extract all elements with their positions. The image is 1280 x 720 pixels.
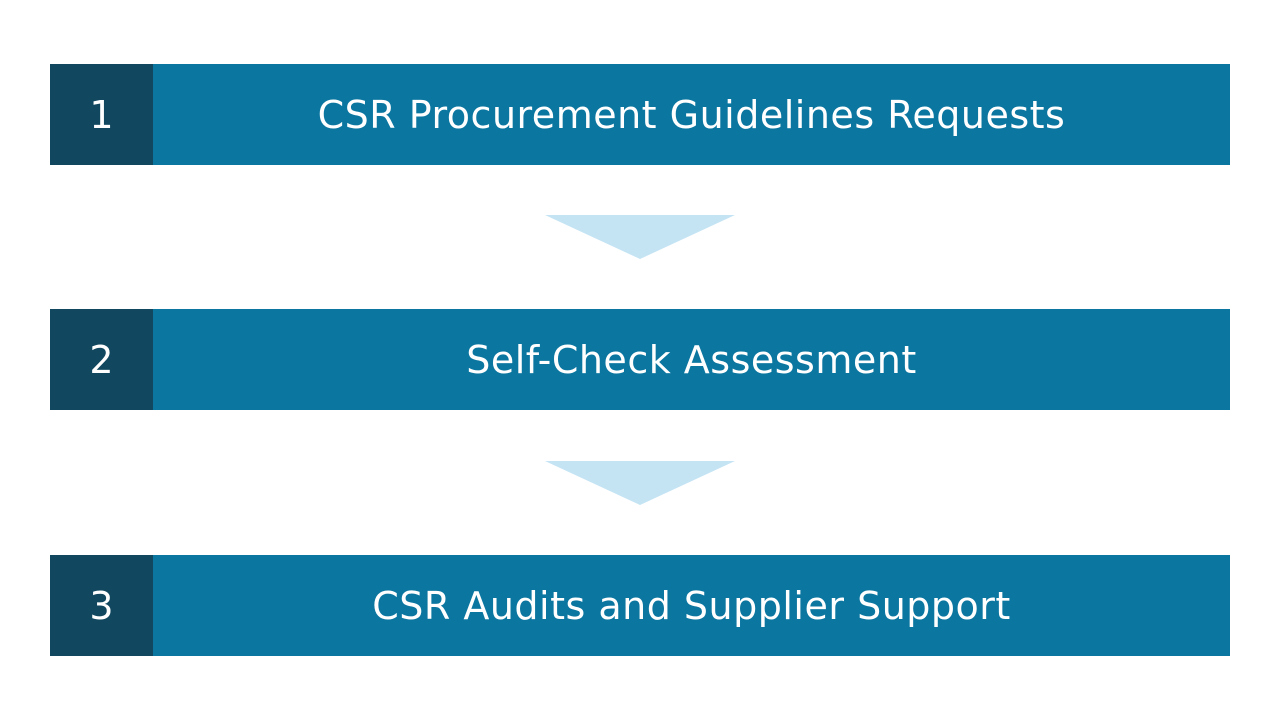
step-label: Self-Check Assessment <box>153 309 1230 410</box>
step-number: 2 <box>50 309 153 410</box>
down-arrow-icon <box>545 215 735 259</box>
step-3: 3 CSR Audits and Supplier Support <box>50 555 1230 656</box>
step-label: CSR Audits and Supplier Support <box>153 555 1230 656</box>
step-2: 2 Self-Check Assessment <box>50 309 1230 410</box>
step-1: 1 CSR Procurement Guidelines Requests <box>50 64 1230 165</box>
step-number: 1 <box>50 64 153 165</box>
down-arrow-icon <box>545 461 735 505</box>
step-label: CSR Procurement Guidelines Requests <box>153 64 1230 165</box>
step-number: 3 <box>50 555 153 656</box>
